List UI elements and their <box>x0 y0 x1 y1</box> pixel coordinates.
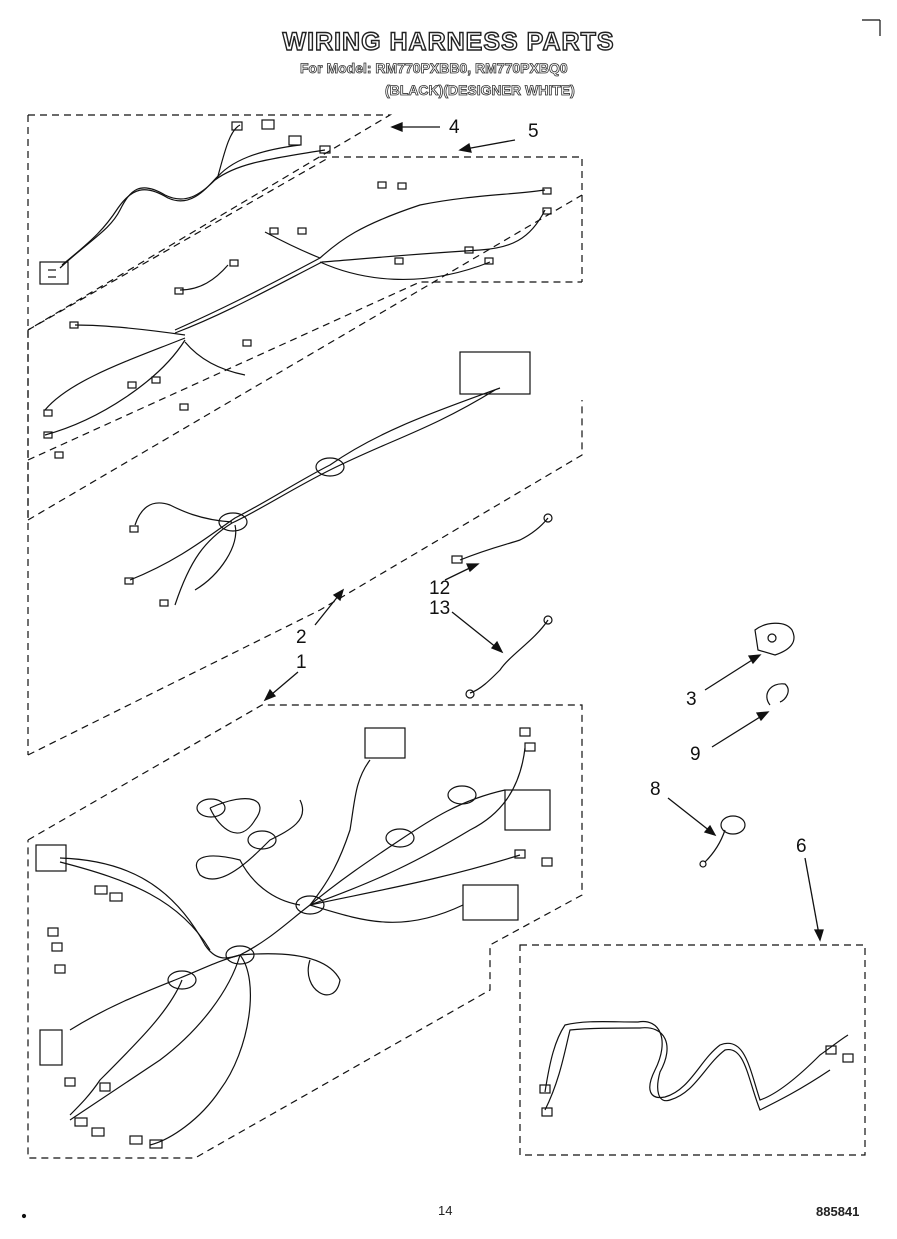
callout-arrows <box>263 122 824 942</box>
harness-part-6 <box>539 1021 854 1117</box>
harness-outline-6 <box>519 944 866 1156</box>
wire-part-13 <box>465 615 553 699</box>
document-number: 885841 <box>816 1204 860 1219</box>
callout-2: 2 <box>296 627 307 648</box>
ground-part-8 <box>699 815 746 868</box>
harness-part-2 <box>124 351 531 607</box>
model-line: For Model: RM770PXBB0, RM770PXBQ0 <box>300 60 568 77</box>
page-number: 14 <box>438 1203 453 1218</box>
callout-5: 5 <box>528 121 539 142</box>
harness-part-4 <box>39 119 331 285</box>
clamp-part-3 <box>754 622 795 656</box>
clip-part-9 <box>766 683 789 706</box>
callout-9: 9 <box>690 744 701 765</box>
harness-outline-1 <box>27 704 583 1159</box>
callout-4: 4 <box>449 117 460 138</box>
harness-outline-2 <box>27 114 583 756</box>
callout-1: 1 <box>296 652 307 673</box>
callout-12: 12 <box>429 578 450 599</box>
color-line: (BLACK)(DESIGNER WHITE) <box>385 82 576 99</box>
callout-3: 3 <box>686 689 697 710</box>
crop-marks <box>21 19 881 1219</box>
callout-8: 8 <box>650 779 661 800</box>
callout-13: 13 <box>429 598 450 619</box>
page-title: WIRING HARNESS PARTS <box>282 27 615 56</box>
harness-part-5 <box>43 181 552 459</box>
harness-part-1 <box>35 727 553 1149</box>
wire-part-12 <box>451 513 553 564</box>
callout-6: 6 <box>796 836 807 857</box>
